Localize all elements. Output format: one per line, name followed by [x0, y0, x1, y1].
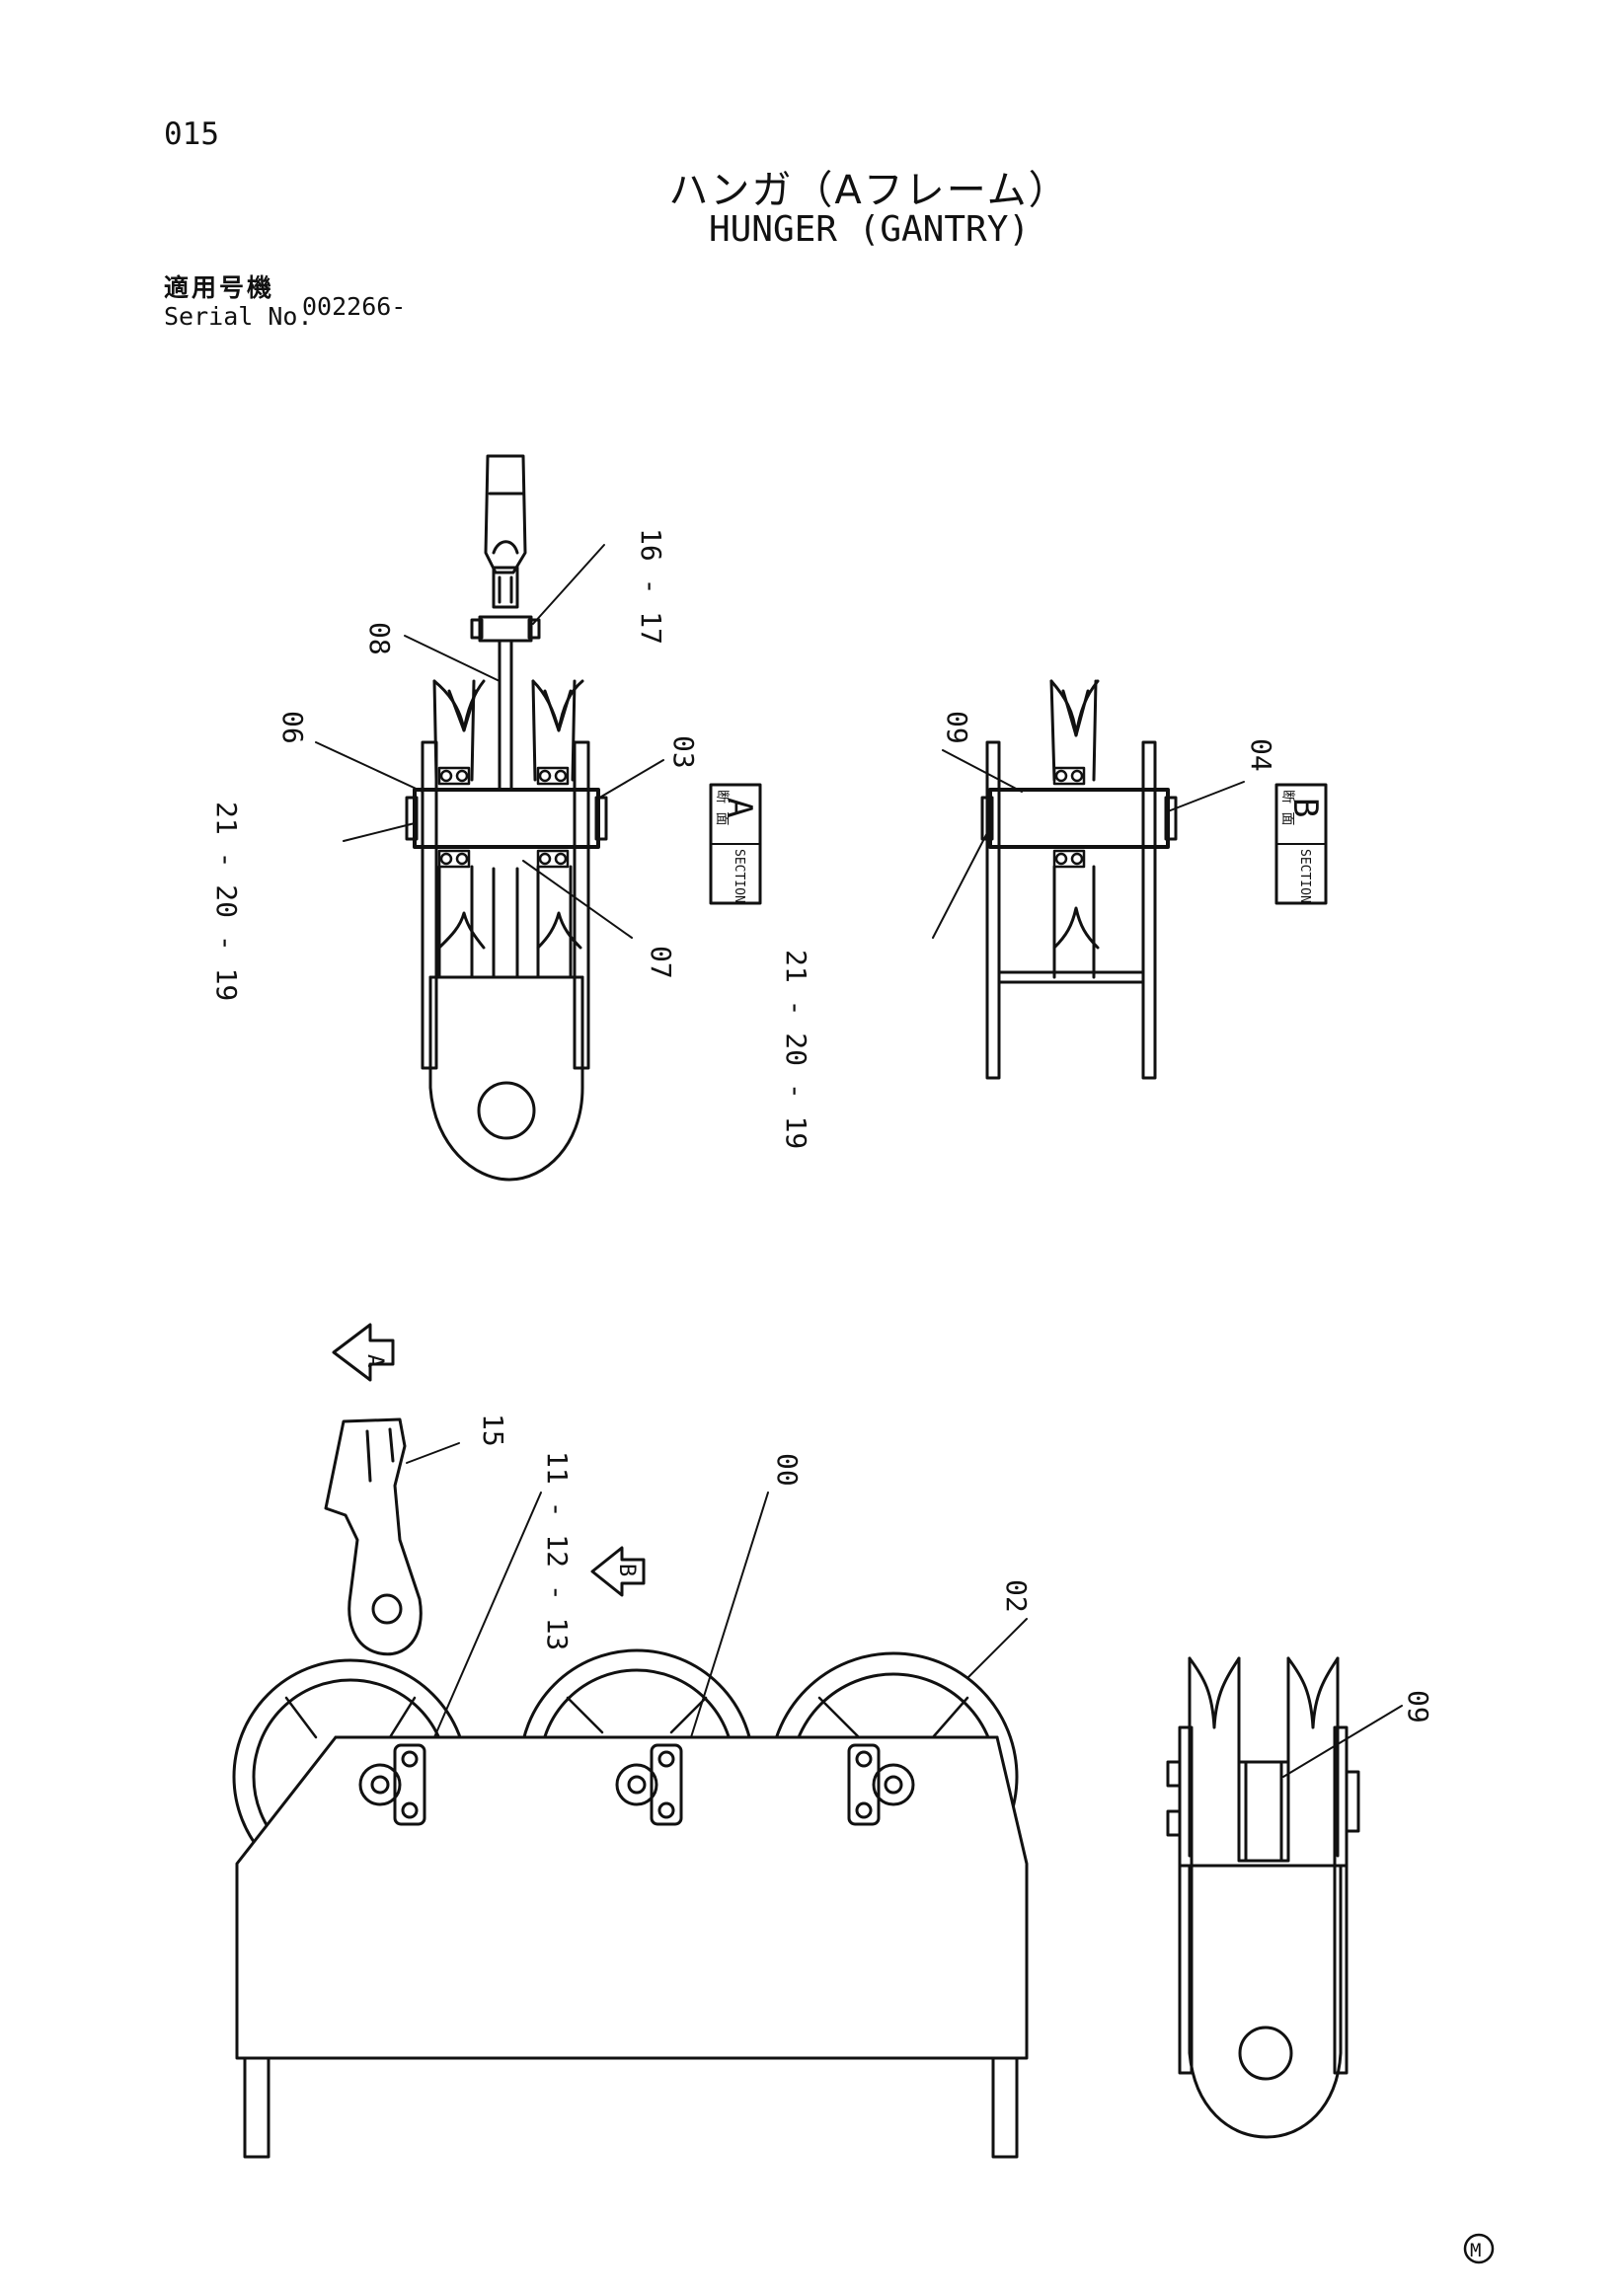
page-number: 015 [164, 116, 219, 152]
title-english: HUNGER (GANTRY) [708, 209, 1031, 250]
callout-09-top: 09 [941, 711, 973, 744]
bottom-right-end-view: 09 [1166, 1656, 1434, 2139]
view-arrow-a: A [332, 1323, 395, 1382]
section-b-label: SECTION [1297, 849, 1312, 903]
bottom-left-side-view: A B [232, 1323, 1033, 2159]
callout-07: 07 [645, 946, 677, 979]
serial-label-japanese: 適用号機 [164, 273, 275, 302]
callout-09-bottom: 09 [1402, 1690, 1434, 1723]
maker-mark-letter: M [1470, 2240, 1481, 2261]
bolt-plates [358, 1743, 915, 1826]
view-arrow-b: B [590, 1546, 646, 1597]
section-a-letter: A [720, 798, 759, 817]
top-left-hanger-view: 16 - 17 08 06 03 21 - 20 - 19 07 断 面 SEC… [210, 454, 762, 1182]
callout-06: 06 [276, 711, 309, 744]
maker-mark: M [1463, 2233, 1495, 2264]
section-a-label: SECTION [732, 849, 746, 903]
callout-04: 04 [1245, 738, 1277, 772]
callout-11-12-13: 11 - 12 - 13 [541, 1451, 574, 1650]
serial-number-value: 002266- [302, 292, 407, 321]
section-b-jp: 断 面 [1279, 790, 1295, 825]
serial-label-english: Serial No. [164, 302, 313, 331]
callout-08: 08 [363, 622, 396, 655]
title-japanese: ハンガ（Aフレーム） [668, 168, 1070, 213]
callout-02: 02 [1000, 1579, 1033, 1613]
callout-03: 03 [667, 735, 700, 769]
callout-21-20-19: 21 - 20 - 19 [210, 802, 243, 1001]
section-b-letter: B [1285, 798, 1325, 817]
callout-21-20-19-b: 21 - 20 - 19 [780, 950, 812, 1149]
section-a-tag: 断 面 SECTION A [709, 783, 762, 905]
view-arrow-a-letter: A [362, 1354, 387, 1367]
callout-15: 15 [477, 1414, 509, 1447]
section-b-tag: 断 面 SECTION B [1274, 783, 1328, 905]
view-arrow-b-letter: B [614, 1564, 639, 1576]
top-right-hanger-view: 09 04 21 - 20 - 19 断 面 SECTION B [780, 679, 1328, 1149]
callout-16-17: 16 - 17 [635, 528, 667, 645]
callout-00: 00 [771, 1453, 804, 1487]
section-a-jp: 断 面 [714, 790, 730, 825]
